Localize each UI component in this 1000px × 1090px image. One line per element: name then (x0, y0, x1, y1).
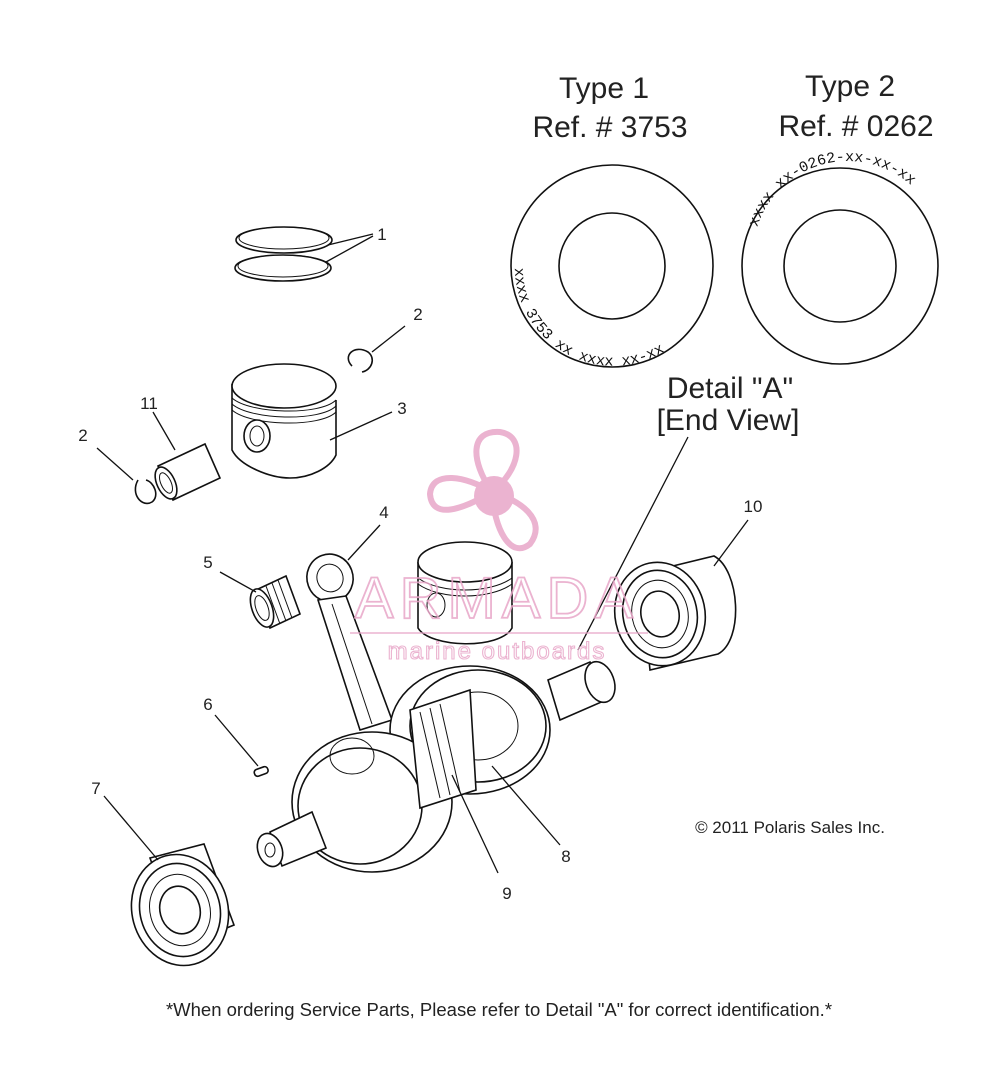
callout-2-left: 2 (78, 426, 87, 445)
callout-5: 5 (203, 553, 212, 572)
woodruff-key (214, 714, 269, 778)
type1-ref: Ref. # 3753 (532, 111, 687, 144)
detail-a-leader (577, 436, 689, 651)
piston-assembled (417, 541, 513, 645)
callout-10: 10 (744, 497, 763, 516)
propeller-hub (474, 476, 514, 516)
callout-9: 9 (502, 884, 511, 903)
watermark-tagline: marine outboards (388, 638, 607, 665)
piston-rings (234, 226, 374, 282)
callout-2-right: 2 (413, 305, 422, 324)
piston (231, 363, 393, 479)
callout-7: 7 (91, 779, 100, 798)
type2-title: Type 2 (805, 70, 895, 103)
callout-6: 6 (203, 695, 212, 714)
main-bearing-right (613, 519, 749, 671)
callout-3: 3 (397, 399, 406, 418)
type2-ref: Ref. # 0262 (778, 110, 933, 143)
callout-8: 8 (561, 847, 570, 866)
callout-11: 11 (140, 394, 158, 413)
copyright-text: © 2011 Polaris Sales Inc. (695, 818, 885, 837)
wrist-pin (152, 411, 222, 502)
armada-watermark: ARMADA marine outboards (350, 428, 648, 666)
detail-a-subtitle: [End View] (657, 404, 800, 437)
callout-4: 4 (379, 503, 388, 522)
circlip-right (347, 325, 406, 373)
leader-9 (451, 774, 499, 874)
type1-title: Type 1 (559, 72, 649, 105)
detail-a-title: Detail "A" (667, 372, 793, 405)
circlip-left (96, 447, 157, 505)
crankshaft (256, 660, 616, 873)
watermark-brand: ARMADA (355, 566, 639, 631)
leader-8 (491, 765, 561, 846)
connecting-rod (306, 524, 394, 731)
type2-washer: xxxx xx-0262-xx-xx-xx (741, 149, 939, 365)
propeller-logo (426, 428, 539, 552)
callout-1: 1 (377, 225, 386, 244)
type1-washer: xxxx 3753 xx xxxx xx-xx (510, 164, 714, 371)
needle-bearing (219, 571, 302, 630)
main-bearing-left (103, 795, 236, 967)
footer-note: *When ordering Service Parts, Please ref… (166, 999, 832, 1020)
